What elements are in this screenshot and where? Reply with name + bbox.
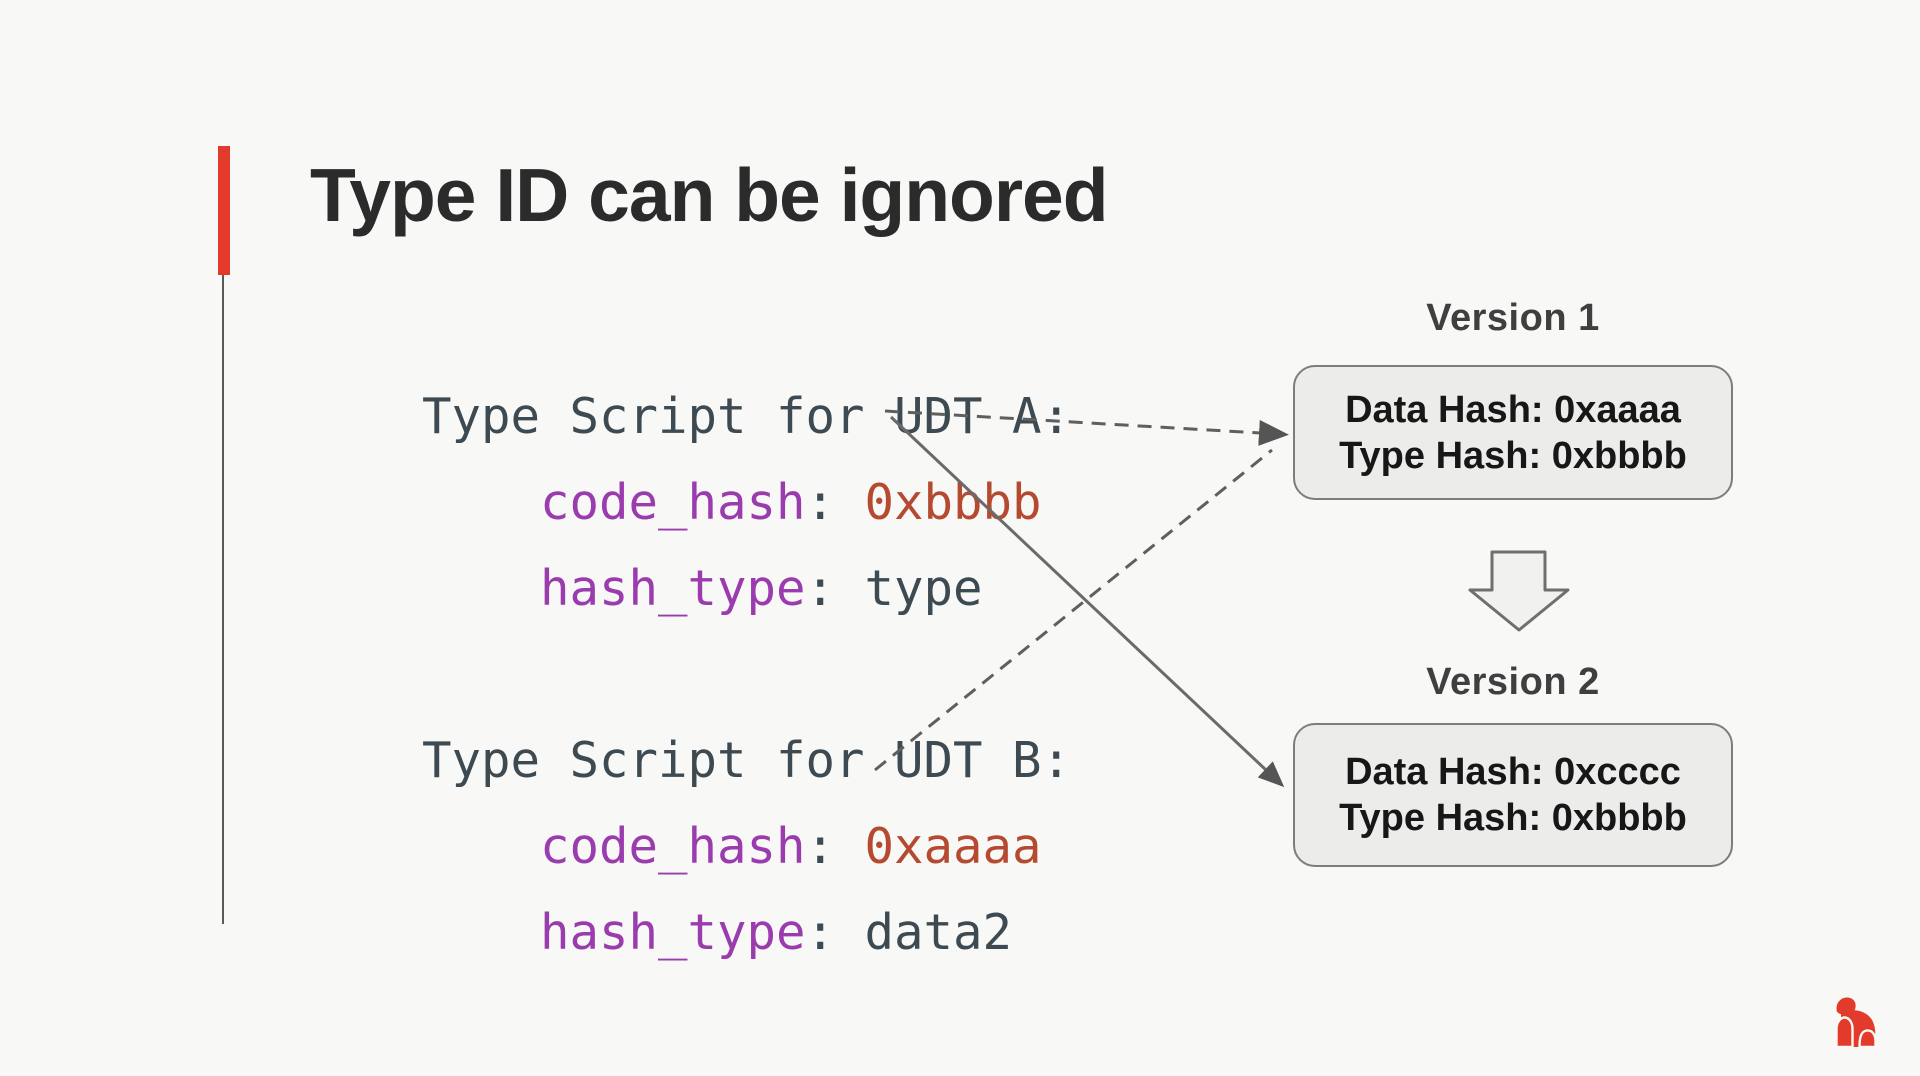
code-key: hash_type [540, 904, 806, 961]
code-line-udt-b-code-hash: code_hash: 0xaaaa [245, 718, 1071, 875]
code-key: code_hash [540, 474, 806, 531]
vertical-guide-line [222, 275, 224, 924]
code-panel: Type Script for UDT A: code_hash: 0xbbbb… [245, 288, 1072, 961]
version2-data-hash: Data Hash: 0xcccc [1345, 751, 1681, 793]
code-separator: : [805, 560, 865, 617]
version1-data-hash: Data Hash: 0xaaaa [1345, 388, 1681, 431]
code-line-udt-b-hash-type: hash_type: data2 [245, 804, 1071, 961]
title-accent-bar [218, 146, 230, 275]
version2-type-hash: Type Hash: 0xbbbb [1339, 797, 1687, 839]
code-key: hash_type [540, 560, 806, 617]
code-plain-value: type [864, 560, 983, 617]
code-separator: : [805, 904, 865, 961]
down-arrow-icon [1468, 550, 1570, 632]
code-text: Type Script for UDT A: [422, 388, 1072, 445]
code-separator: : [805, 818, 865, 875]
version1-type-hash: Type Hash: 0xbbbb [1339, 434, 1687, 477]
version1-label: Version 1 [1426, 297, 1600, 339]
code-hash-value: 0xbbbb [864, 474, 1042, 531]
code-key: code_hash [540, 818, 806, 875]
code-separator: : [805, 474, 865, 531]
slide-title: Type ID can be ignored [310, 153, 1109, 237]
version2-box: Data Hash: 0xcccc Type Hash: 0xbbbb [1293, 723, 1733, 867]
code-text: Type Script for UDT B: [422, 732, 1072, 789]
gorilla-logo-icon [1835, 997, 1877, 1049]
code-plain-value: data2 [864, 904, 1013, 961]
version2-label: Version 2 [1426, 661, 1600, 703]
code-hash-value: 0xaaaa [864, 818, 1042, 875]
code-line-udt-a-header: Type Script for UDT A: [245, 288, 1071, 445]
version1-box: Data Hash: 0xaaaa Type Hash: 0xbbbb [1293, 365, 1733, 500]
